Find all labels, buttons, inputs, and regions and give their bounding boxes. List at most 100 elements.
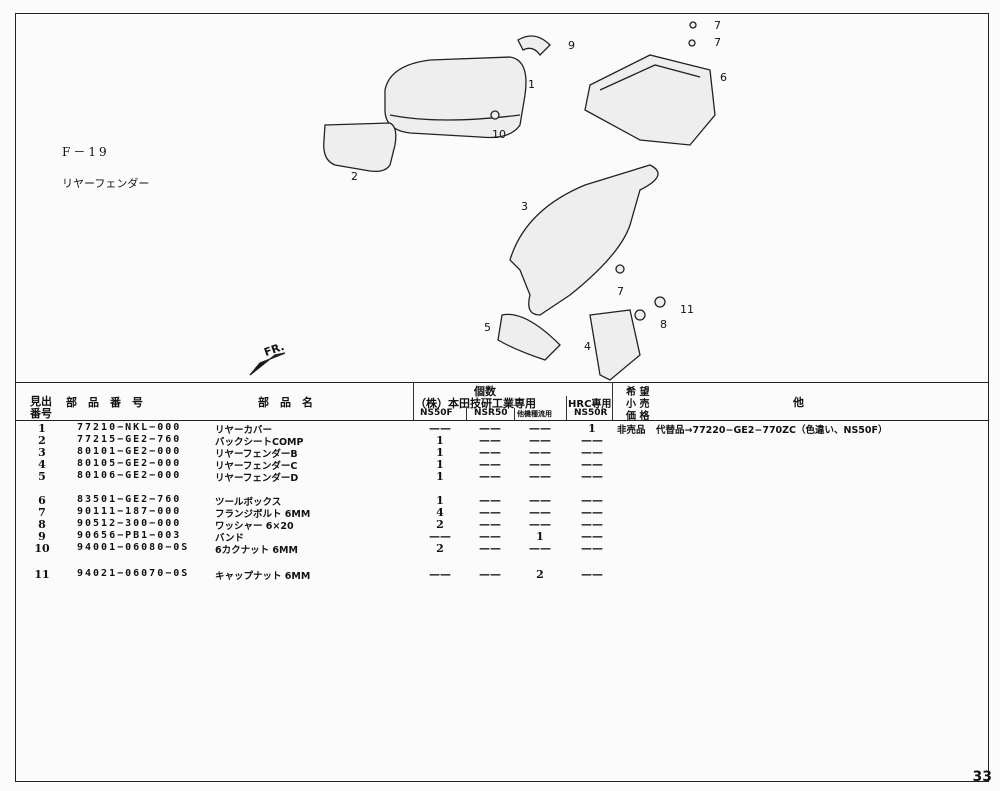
callout-5: 5 — [484, 321, 491, 334]
part-name: リヤーカバー — [215, 425, 273, 436]
quantity-cell: —— — [581, 568, 603, 581]
quantity-cell: —— — [529, 542, 551, 555]
quantity-cell: 1 — [436, 458, 444, 471]
part-number: 90111−187−000 — [77, 506, 182, 517]
back-seat-drawing — [323, 122, 397, 173]
header-price-3: 価 格 — [626, 411, 650, 422]
quantity-cell: —— — [479, 542, 501, 555]
part-number: 83501−GE2−760 — [77, 494, 182, 505]
callout-1: 1 — [528, 78, 535, 91]
table-row: 9 90656−PB1−003 バンド————1—— — [0, 530, 990, 544]
divider — [612, 382, 613, 420]
part-name: キャップナット 6MM — [215, 571, 311, 582]
quantity-cell: —— — [581, 446, 603, 459]
quantity-cell: —— — [581, 542, 603, 555]
callout-7c: 7 — [617, 285, 624, 298]
quantity-cell: —— — [429, 530, 451, 543]
front-arrow-icon — [249, 352, 286, 376]
quantity-cell: —— — [429, 568, 451, 581]
quantity-cell: —— — [529, 434, 551, 447]
quantity-cell: —— — [529, 518, 551, 531]
header-remarks: 他 — [793, 396, 804, 409]
header-price-1: 希 望 — [626, 387, 650, 398]
callout-7a: 7 — [714, 19, 721, 32]
header-ref-1: 見出 — [30, 395, 52, 408]
part-number: 90512−300−000 — [77, 518, 182, 529]
callout-4: 4 — [584, 340, 591, 353]
ref-number: 9 — [38, 530, 46, 543]
divider — [466, 408, 467, 420]
part-number: 80105−GE2−000 — [77, 458, 182, 469]
quantity-cell: 1 — [536, 530, 544, 543]
quantity-cell: —— — [479, 422, 501, 435]
part-name: ツールボックス — [215, 497, 282, 508]
callout-10: 10 — [492, 128, 506, 141]
part-name: ワッシャー 6×20 — [215, 521, 294, 532]
part-number: 90656−PB1−003 — [77, 530, 182, 541]
ref-number: 4 — [38, 458, 46, 471]
quantity-cell: —— — [581, 506, 603, 519]
quantity-cell: 1 — [436, 470, 444, 483]
quantity-cell: —— — [429, 422, 451, 435]
part-name: バンド — [215, 533, 244, 544]
ref-number: 11 — [34, 568, 50, 581]
header-part-number: 部 品 番 号 — [66, 396, 143, 409]
fasteners-drawing — [490, 21, 697, 321]
quantity-cell: —— — [529, 506, 551, 519]
exploded-parts-diagram — [249, 21, 716, 381]
quantity-cell: 2 — [436, 518, 444, 531]
remarks-cell: 代替品→77220−GE2−770ZC（色違い、NS50F） — [656, 425, 888, 436]
figure-title: リヤーフェンダー — [62, 177, 150, 190]
quantity-cell: 4 — [436, 506, 444, 519]
quantity-cell: —— — [581, 470, 603, 483]
quantity-cell: —— — [581, 434, 603, 447]
quantity-cell: —— — [479, 470, 501, 483]
divider — [566, 396, 567, 420]
quantity-cell: 2 — [536, 568, 544, 581]
page-number: 33 — [972, 769, 992, 785]
quantity-cell: —— — [479, 506, 501, 519]
part-name: 6カクナット 6MM — [215, 545, 298, 556]
quantity-cell: —— — [529, 494, 551, 507]
header-hrc: HRC専用 — [568, 399, 612, 410]
header-nsr50: NSR50 — [474, 408, 508, 418]
ref-number: 8 — [38, 518, 46, 531]
page-frame — [15, 13, 989, 782]
figure-code: F－19 — [62, 145, 110, 159]
part-number: 94021−06070−0S — [77, 568, 190, 579]
quantity-cell: —— — [479, 494, 501, 507]
header-ref-2: 番号 — [30, 407, 52, 420]
callout-3: 3 — [521, 200, 528, 213]
rear-fender-d-drawing — [497, 313, 561, 361]
callout-7b: 7 — [714, 36, 721, 49]
rear-fender-b-drawing — [509, 164, 659, 316]
header-other-model: 他機種流用 — [517, 410, 552, 418]
divider — [514, 408, 515, 420]
callout-9: 9 — [568, 39, 575, 52]
part-name: リヤーフェンダーB — [215, 449, 298, 460]
quantity-cell: —— — [479, 530, 501, 543]
ref-number: 7 — [38, 506, 46, 519]
quantity-cell: —— — [479, 434, 501, 447]
quantity-cell: —— — [581, 518, 603, 531]
callout-8: 8 — [660, 318, 667, 331]
ref-number: 6 — [38, 494, 46, 507]
quantity-cell: —— — [529, 446, 551, 459]
part-number: 77210−NKL−000 — [77, 422, 182, 433]
header-ns50f: NS50F — [420, 408, 453, 418]
tool-box-drawing — [584, 54, 716, 146]
quantity-cell: —— — [581, 494, 603, 507]
quantity-cell: —— — [479, 458, 501, 471]
header-part-name: 部 品 名 — [258, 396, 313, 409]
header-price-2: 小 売 — [626, 399, 650, 410]
table-top-rule — [15, 382, 989, 383]
